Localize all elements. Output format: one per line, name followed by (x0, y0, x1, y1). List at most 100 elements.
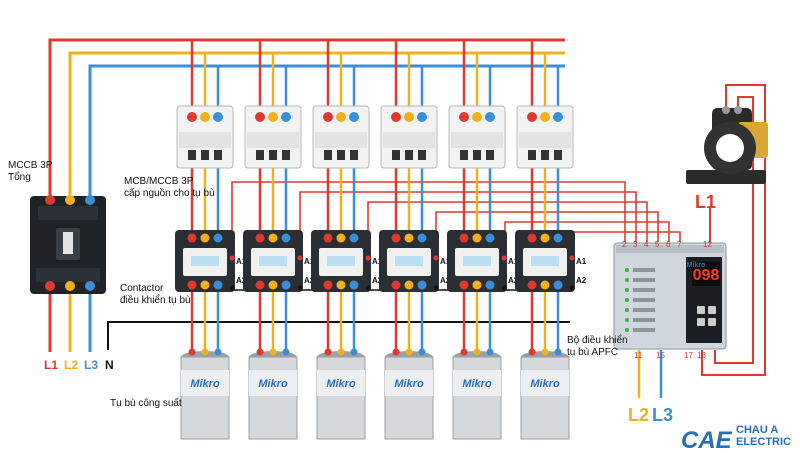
label-mcb-feeder: MCB/MCCB 3P cấp nguồn cho tụ bù (124, 176, 215, 199)
terminal-a2: A2 (508, 276, 519, 285)
mcb-terminal (281, 112, 291, 122)
capacitor-body (248, 356, 298, 440)
capacitor-label-band (521, 370, 569, 396)
contactor-terminal-top (459, 233, 469, 243)
contactor-terminal-bottom (281, 280, 291, 290)
contactor-terminal-bottom (213, 280, 223, 290)
label-contactor: Contactor điều khiển tụ bù (120, 283, 191, 306)
svg-text:7: 7 (677, 240, 682, 249)
contactor-coil-a1 (365, 255, 371, 261)
phase-label-l1: L1 (44, 358, 59, 372)
capacitor-label-band (317, 370, 365, 396)
feeder-columns: A1A2MikroA1A2MikroA1A2MikroA1A2MikroA1A2… (175, 40, 587, 440)
mcb-terminal (336, 112, 346, 122)
capacitor-brand: Mikro (190, 378, 220, 390)
mcb-terminal (417, 112, 427, 122)
phase-label-n: N (105, 358, 114, 372)
svg-text:6: 6 (666, 240, 671, 249)
svg-text:18: 18 (697, 351, 706, 360)
logo-text: CHAU A ELECTRIC (736, 424, 791, 448)
contactor-terminal-top (213, 233, 223, 243)
capacitor-terminal (269, 348, 277, 356)
contactor-coil-a2 (569, 285, 575, 291)
apfc-out-l2: L2 (628, 405, 650, 425)
apfc-out-l3: L3 (652, 405, 674, 425)
capacitor-terminal (392, 348, 400, 356)
mcb-terminal (268, 112, 278, 122)
mcb-terminal (255, 112, 265, 122)
mcb-handle (486, 150, 494, 160)
capacitor-terminal (282, 348, 290, 356)
apfc-terminal-numbers: 2 3 4 5 6 7 12 11 15 17 18 (622, 240, 712, 360)
capacitor-terminal (460, 348, 468, 356)
capacitor-terminal (554, 348, 562, 356)
mcb-handle-area (179, 132, 231, 148)
mcb-handle (405, 150, 413, 160)
mcb-handle-area (247, 132, 299, 148)
capacitor-label-band (181, 370, 229, 396)
mcb-handle (256, 150, 264, 160)
contactor-coil-a1 (501, 255, 507, 261)
mcb-terminal (527, 112, 537, 122)
capacitor-brand: Mikro (462, 378, 492, 390)
mcb-terminal (485, 112, 495, 122)
contactor-terminal-top (200, 233, 210, 243)
contactor-terminal-bottom (417, 280, 427, 290)
contactor-terminal-top (391, 233, 401, 243)
contactor-terminal-bottom (323, 280, 333, 290)
contactor-terminal-bottom (485, 280, 495, 290)
apfc-brand: Mikro (687, 262, 706, 269)
mcb-handle (324, 150, 332, 160)
capacitor-body (316, 356, 366, 440)
contactor-terminal-bottom (268, 280, 278, 290)
mcb-terminal (391, 112, 401, 122)
contactor-window (191, 256, 219, 266)
terminal-a1: A1 (372, 257, 383, 266)
mcb-terminal (213, 112, 223, 122)
contactor-terminal-top (336, 233, 346, 243)
capacitor-label-band (385, 370, 433, 396)
terminal-a2: A2 (440, 276, 451, 285)
terminal-a1: A1 (508, 257, 519, 266)
mcb-handle (188, 150, 196, 160)
capacitor-terminal (324, 348, 332, 356)
contactor-coil-a2 (501, 285, 507, 291)
terminal-a2: A2 (372, 276, 383, 285)
svg-text:4: 4 (644, 240, 649, 249)
mcb-handle-area (315, 132, 367, 148)
contactor-terminal-top (553, 233, 563, 243)
mcb-terminal (404, 112, 414, 122)
mcb-terminal (323, 112, 333, 122)
capacitor-terminal (201, 348, 209, 356)
mcb-terminal (540, 112, 550, 122)
contactor-terminal-top (485, 233, 495, 243)
contactor-terminal-top (527, 233, 537, 243)
phase-label-l3: L3 (84, 358, 99, 372)
capacitor-terminal (214, 348, 222, 356)
capacitor-label-band (453, 370, 501, 396)
contactor-terminal-top (540, 233, 550, 243)
contactor-terminal-bottom (255, 280, 265, 290)
apfc-controller: 098 Mikro (613, 242, 727, 350)
contactor-terminal-bottom (391, 280, 401, 290)
contactor-terminal-top (417, 233, 427, 243)
mcb-handle (201, 150, 209, 160)
contactor-coil-a2 (297, 285, 303, 291)
mcb-handle-area (451, 132, 503, 148)
contactor-window (463, 256, 491, 266)
contactor-coil-a2 (365, 285, 371, 291)
capacitor-terminal (256, 348, 264, 356)
capacitor-brand: Mikro (530, 378, 560, 390)
mcb-handle (541, 150, 549, 160)
capacitor-terminal (350, 348, 358, 356)
label-apfc: Bộ điều khiển tụ bù APFC (567, 335, 628, 358)
mcb-handle-area (383, 132, 435, 148)
contactor-terminal-top (404, 233, 414, 243)
capacitor-body (384, 356, 434, 440)
mcb-terminal (349, 112, 359, 122)
logo-line1: CHAU A (736, 424, 779, 436)
